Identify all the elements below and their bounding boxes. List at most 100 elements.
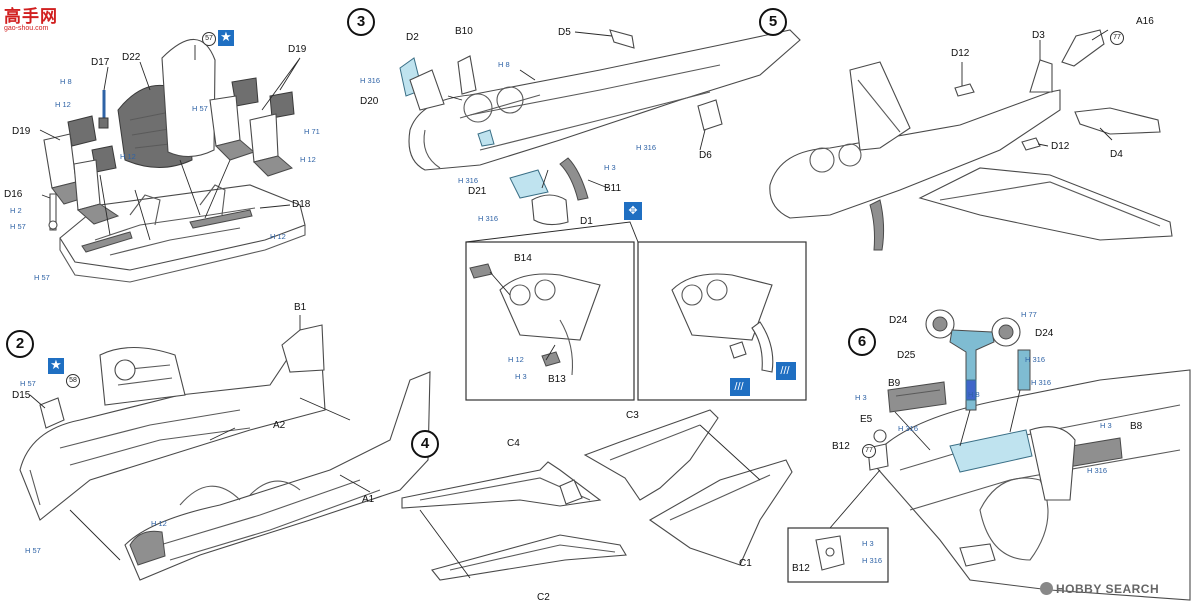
step-number-5: 5 — [759, 8, 787, 36]
part-label: A16 — [1136, 16, 1154, 27]
paint-code: H 316 — [1087, 466, 1108, 475]
paint-code: H 12 — [270, 232, 286, 241]
aircraft-step5 — [769, 89, 1061, 219]
wing-c2 — [431, 534, 627, 581]
paint-code: H 8 — [968, 390, 980, 399]
part-label: B11 — [604, 183, 622, 194]
inset-right-drawing — [671, 273, 774, 373]
watermark-logo: 高手网 gao-shou.com — [4, 2, 58, 32]
part-label: D3 — [1032, 30, 1045, 41]
wing-c3 — [583, 409, 719, 501]
paint-code: H 3 — [1100, 421, 1112, 430]
part-label: C4 — [507, 438, 520, 449]
watermark-hobbysearch: HOBBY SEARCH — [1040, 582, 1159, 596]
part-label: B8 — [1130, 421, 1143, 432]
paint-code: H 316 — [360, 76, 381, 85]
part-label: C1 — [739, 558, 752, 569]
bay-door-b9 — [887, 381, 947, 413]
hobbysearch-logo-icon — [1040, 582, 1053, 595]
upper-wing — [849, 61, 911, 151]
paint-code: H 12 — [55, 100, 71, 109]
watermark-site-url: gao-shou.com — [4, 25, 49, 32]
part-label: D4 — [1110, 149, 1123, 160]
gear-strut-d25 — [949, 329, 995, 411]
lower-wing — [918, 167, 1173, 241]
part-label: B12 — [792, 563, 810, 574]
part-label: D21 — [468, 186, 487, 197]
paint-code: H 316 — [1025, 355, 1046, 364]
part-label: D18 — [292, 199, 311, 210]
star-icon: ★ — [218, 29, 234, 46]
part-label: D25 — [897, 350, 916, 361]
part-label: D24 — [889, 315, 908, 326]
part-label: D12 — [1051, 141, 1070, 152]
paint-code: H 12 — [120, 152, 136, 161]
stabilizer-d4 — [1074, 107, 1161, 135]
star-icon: ★ — [48, 357, 64, 374]
paint-code: H 71 — [304, 127, 320, 136]
paint-code: H 8 — [60, 77, 72, 86]
paint-code: H 3 — [604, 163, 616, 172]
wheel-d24-right — [991, 317, 1021, 347]
callout-57: 57 — [202, 32, 216, 46]
step6-drawing — [787, 309, 1191, 601]
paint-code: H 57 — [25, 546, 41, 555]
rotate-view-icon: ✥ — [624, 202, 642, 220]
part-label: D19 — [288, 44, 307, 55]
watermark-hobbysearch-text: HOBBY SEARCH — [1056, 582, 1160, 596]
part-label: C3 — [626, 410, 639, 421]
paint-code: H 12 — [300, 155, 316, 164]
part-label: D19 — [12, 126, 31, 137]
watermark-site-name: 高手网 — [4, 7, 58, 26]
gear-bay — [949, 429, 1033, 473]
part-label: D24 — [1035, 328, 1054, 339]
step4-drawing — [401, 409, 793, 581]
part-label: D22 — [122, 52, 141, 63]
paint-code: H 316 — [898, 424, 919, 433]
step2-drawing — [19, 315, 431, 581]
clear-part-d21 — [509, 169, 549, 199]
seat-d19-right-a — [209, 77, 259, 161]
step5-drawing — [769, 29, 1173, 251]
fuselage-half-a1 — [124, 371, 431, 581]
paint-code: H 77 — [1021, 310, 1037, 319]
option-icon: /// — [776, 362, 796, 380]
paint-code: H 3 — [862, 539, 874, 548]
callout-77: 77 — [862, 444, 876, 458]
part-label: C2 — [537, 592, 550, 603]
step-number-2: 2 — [6, 330, 34, 358]
callout-77: 77 — [1110, 31, 1124, 45]
part-label: D5 — [558, 27, 571, 38]
wheel-d24-left — [925, 309, 955, 339]
paint-code: H 57 — [10, 222, 26, 231]
part-label: A1 — [362, 494, 375, 505]
part-label: D6 — [699, 150, 712, 161]
wing-c1 — [648, 459, 793, 566]
part-label: E5 — [860, 414, 873, 425]
tail-fin-b1 — [281, 324, 325, 373]
fuselage-step3 — [408, 29, 801, 171]
part-label: B12 — [832, 441, 850, 452]
part-label: D12 — [951, 48, 970, 59]
inset-box-right — [637, 241, 807, 401]
paint-code: H 57 — [20, 379, 36, 388]
part-label: D2 — [406, 32, 419, 43]
canopy-piece — [161, 38, 216, 158]
step3-drawing — [399, 29, 807, 401]
paint-code: H 8 — [498, 60, 510, 69]
paint-code: H 57 — [34, 273, 50, 282]
part-label: A2 — [273, 420, 286, 431]
part-label: D1 — [580, 216, 593, 227]
paint-code: H 57 — [192, 104, 208, 113]
step-number-3: 3 — [347, 8, 375, 36]
paint-code: H 3 — [515, 372, 527, 381]
step1-drawing — [39, 38, 306, 283]
paint-code: H 3 — [855, 393, 867, 402]
paint-code: H 2 — [10, 206, 22, 215]
step-number-4: 4 — [411, 430, 439, 458]
inset-left-drawing — [469, 263, 601, 376]
callout-58: 58 — [66, 374, 80, 388]
step-number-6: 6 — [848, 328, 876, 356]
paint-code: H 316 — [478, 214, 499, 223]
